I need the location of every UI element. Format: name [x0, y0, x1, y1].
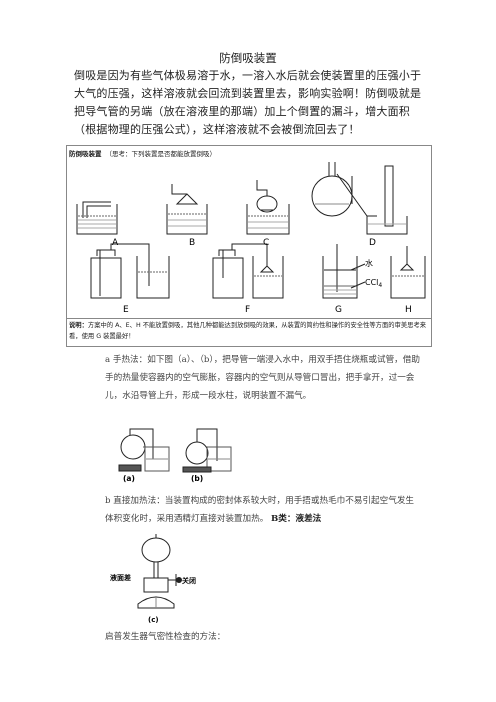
label-d: D: [369, 238, 376, 248]
label-f: F: [245, 305, 250, 315]
hand-heat-paragraph: a 手热法：如下图（a）、（b），把导管一端浸入水中，用双手捂住烧瓶或试管，借助…: [105, 355, 420, 401]
label-e: E: [123, 305, 129, 315]
apparatus-h: [390, 246, 426, 299]
kipp-check-paragraph: 启普发生器气密性检查的方法：: [105, 632, 226, 642]
figure-hint: （思考：下列装置是否都能放置倒吸）: [105, 150, 217, 158]
apparatus-g: [322, 244, 366, 299]
page-title: 防倒吸装置: [219, 51, 277, 65]
label-h: H: [405, 305, 412, 315]
label-liquid-diff: 液面差: [110, 573, 131, 582]
apparatus-b: [166, 184, 208, 235]
label-a: A: [112, 238, 119, 248]
label-closed: 关闭: [182, 576, 196, 585]
apparatus-f: [212, 243, 284, 299]
intro-paragraph: 倒吸是因为有些气体极易溶于水，一溶入水后就会使装置里的压强小于大气的压强，这样溶…: [74, 69, 422, 136]
anti-suckback-figure: 防倒吸装置（思考：下列装置是否都能放置倒吸）: [66, 145, 432, 347]
label-c: C: [263, 238, 269, 248]
apparatus-a: [76, 201, 118, 235]
figure-divider: [67, 318, 431, 319]
apparatus-drawings: A B C D E F G H 水 CCl4: [76, 162, 426, 315]
caption-b: (b): [191, 474, 203, 483]
figure-label: 防倒吸装置: [69, 150, 102, 158]
direct-heat-paragraph: b 直接加热法：当装置构成的密封体系较大时，用手捂或热毛巾不易引起空气发生体积变…: [105, 492, 421, 528]
figure-ab: (a) (b): [118, 428, 232, 483]
apparatus-e: [90, 243, 170, 299]
label-g: G: [335, 305, 342, 315]
figure-title: 防倒吸装置（思考：下列装置是否都能放置倒吸）: [69, 148, 216, 158]
caption-c: (c): [148, 616, 159, 624]
figure-c-kipp: 液面差 关闭 (c): [110, 534, 196, 624]
label-b: B: [189, 238, 195, 248]
caption-a: (a): [123, 474, 135, 483]
direct-heat-text: b 直接加热法：当装置构成的密封体系较大时，用手捂或热毛巾不易引起空气发生体积变…: [105, 496, 415, 524]
apparatus-d: [311, 162, 408, 235]
figure-note: 说明：方案中的 A、E、H 不能放置倒吸，其他几种都能达到放倒吸的效果，从装置的…: [69, 320, 427, 342]
label-water: 水: [365, 258, 373, 268]
note-text: 方案中的 A、E、H 不能放置倒吸，其他几种都能达到放倒吸的效果，从装置的简约性…: [69, 322, 427, 340]
apparatus-c: [246, 180, 290, 235]
label-ccl4: CCl4: [365, 278, 382, 289]
note-label: 说明：: [69, 322, 88, 329]
method-b-heading: B类：液差法: [271, 514, 322, 524]
